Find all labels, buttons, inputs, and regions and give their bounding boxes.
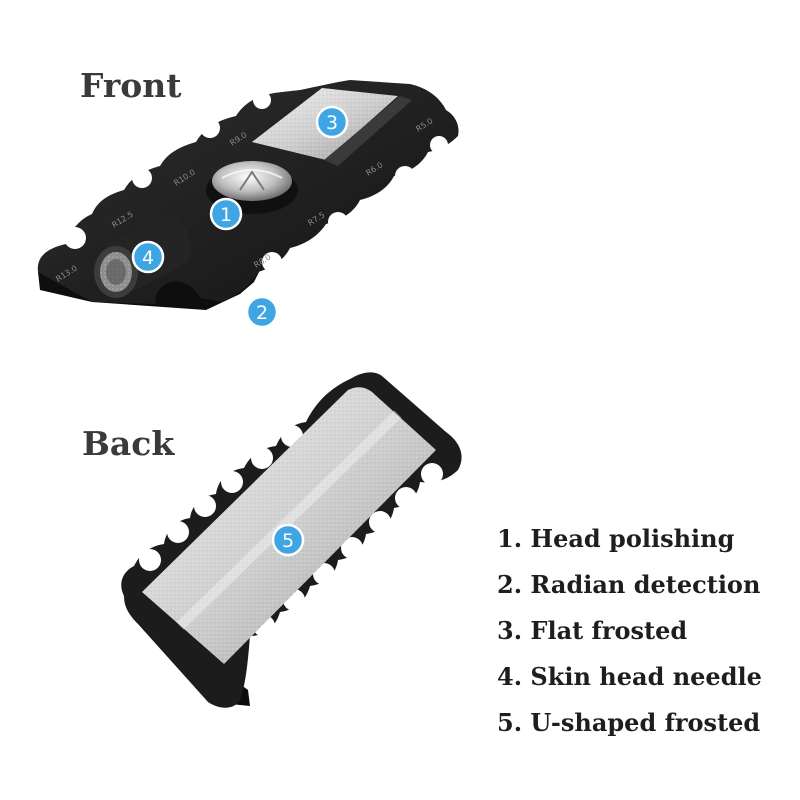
legend-item: 3. Flat frosted <box>497 616 688 645</box>
legend-item: 1. Head polishing <box>497 524 735 553</box>
head-polishing-knob <box>212 161 292 201</box>
legend-item: 4. Skin head needle <box>497 662 762 691</box>
badge-1: 1 <box>209 197 243 231</box>
front-heading: Front <box>80 66 182 105</box>
badge-2: 2 <box>245 295 279 329</box>
feature-legend: 1. Head polishing 2. Radian detection 3.… <box>497 516 762 746</box>
legend-item: 2. Radian detection <box>497 570 761 599</box>
badge-4: 4 <box>131 240 165 274</box>
back-heading: Back <box>82 424 175 463</box>
svg-text:4: 4 <box>142 247 154 269</box>
svg-text:5: 5 <box>282 530 294 552</box>
svg-text:3: 3 <box>326 112 338 134</box>
front-scallops <box>64 91 448 272</box>
svg-text:2: 2 <box>256 302 268 324</box>
badge-3: 3 <box>315 105 349 139</box>
legend-item: 5. U-shaped frosted <box>497 708 761 737</box>
badge-5: 5 <box>271 523 305 557</box>
svg-text:1: 1 <box>220 204 232 226</box>
front-tool: R13.0 R12.5 R10.0 R9.0 R5.0 R6.0 R7.5 R8… <box>37 80 459 310</box>
